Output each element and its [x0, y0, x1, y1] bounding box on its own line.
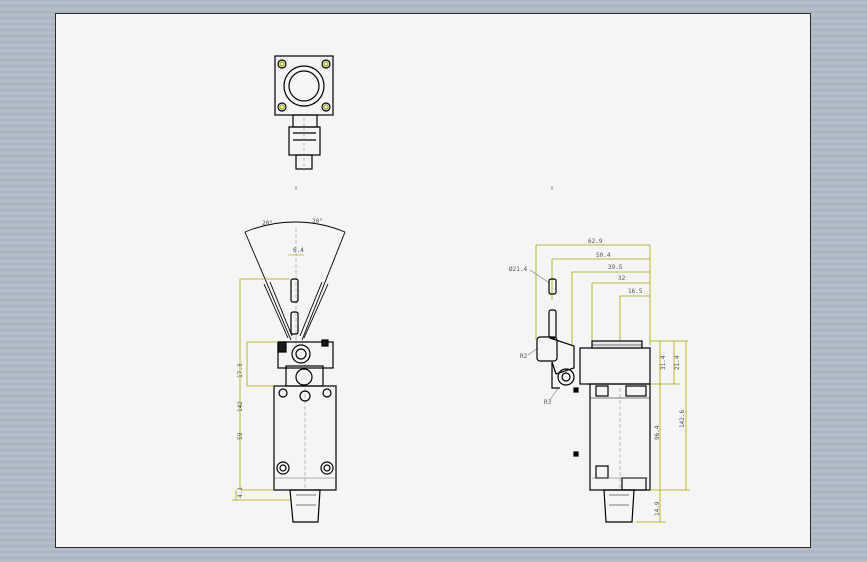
side-view: 62.9 50.4 39.5 32 16.5 Ø21.4 R2 R3 — [509, 238, 690, 523]
lever-swing-range — [244, 221, 346, 345]
front-view-head — [277, 339, 334, 387]
dim-label: 62.9 — [588, 238, 603, 245]
dim-label: 59 — [237, 432, 244, 440]
front-view-cable-gland — [289, 489, 321, 523]
front-view-body — [273, 385, 337, 523]
top-view-bore-outer — [283, 65, 325, 107]
angle-right-label: 20° — [312, 218, 323, 225]
dim-label: 17.3 — [237, 363, 244, 378]
radius-r2-label: R2 — [520, 353, 528, 360]
front-view: 20° 20° 6.4 — [232, 218, 346, 523]
side-view-cable-gland — [603, 489, 635, 523]
dim-label: 14.9 — [654, 501, 661, 516]
top-view-mounting-holes — [277, 59, 331, 112]
side-view-right-dimension-labels: 31.4 21.4 142.6 96.4 14.9 — [654, 355, 686, 516]
side-view-roller — [548, 278, 557, 295]
roller-diameter-label: Ø21.4 — [509, 266, 527, 273]
roller-width-label: 6.4 — [293, 247, 304, 254]
dim-label: 142.6 — [679, 410, 686, 428]
radius-r3-label: R3 — [544, 399, 552, 406]
lever-roller-lower — [290, 311, 299, 335]
dim-label: 39.5 — [608, 264, 623, 271]
top-view — [274, 55, 334, 172]
top-view-bore-inner — [288, 70, 320, 102]
dim-label: 142 — [237, 401, 244, 412]
side-view-lever — [536, 278, 575, 389]
side-view-right-dimensions — [636, 340, 690, 523]
top-view-head — [288, 126, 321, 156]
side-view-body — [573, 340, 651, 523]
top-view-neck — [292, 114, 318, 128]
dim-label: 16.5 — [628, 288, 643, 295]
dim-label: 50.4 — [596, 252, 611, 259]
front-view-dimension-labels: 17.3 142 59 4.1 — [237, 363, 244, 498]
side-view-top-dimensions — [535, 244, 651, 345]
dim-label: 32 — [618, 275, 626, 282]
drawing-sheet — [55, 13, 811, 548]
angle-left-label: 20° — [262, 220, 273, 227]
dim-label: 4.1 — [237, 487, 244, 498]
lever-roller-upper — [290, 278, 299, 303]
dim-label: 96.4 — [654, 425, 661, 440]
top-view-plunger — [295, 154, 313, 170]
front-view-dimensions — [232, 278, 290, 501]
dim-label: 31.4 — [660, 355, 667, 370]
dim-label: 21.4 — [674, 355, 681, 370]
side-view-top-dimension-labels: 62.9 50.4 39.5 32 16.5 — [588, 238, 643, 295]
